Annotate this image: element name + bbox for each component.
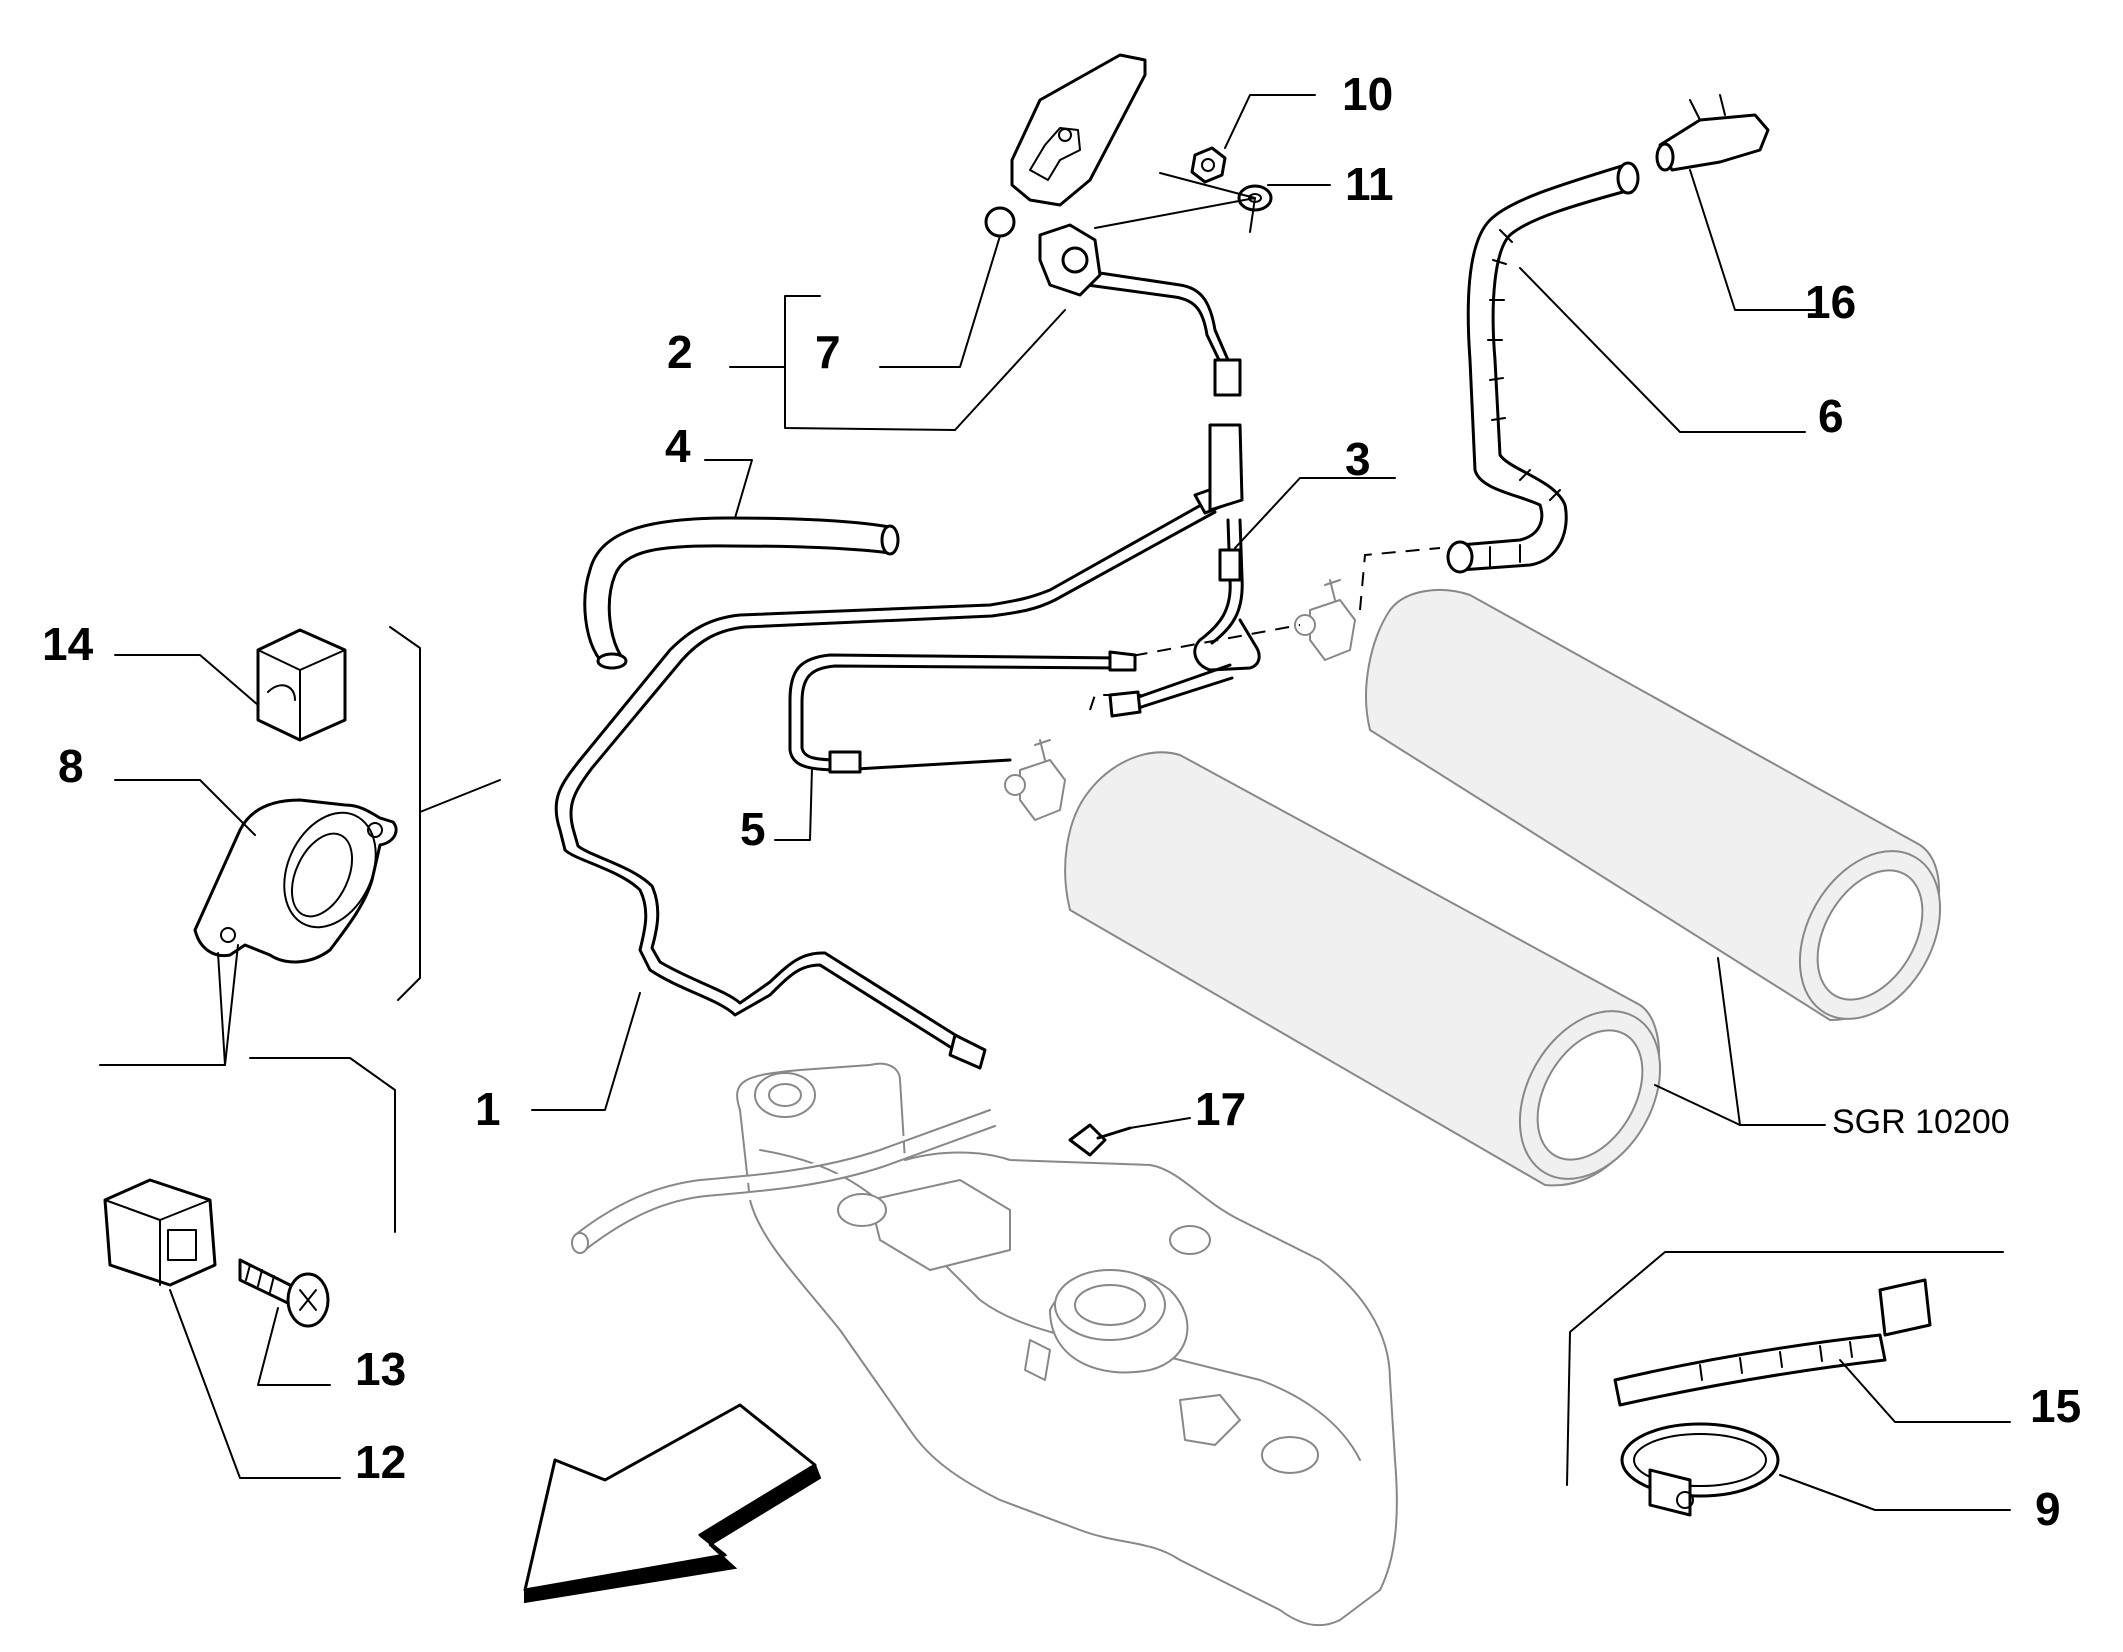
filler-flap xyxy=(1010,53,1147,207)
callout-12: 12 xyxy=(355,1436,406,1488)
callout-6: 6 xyxy=(1818,390,1844,442)
plug-16 xyxy=(1655,94,1770,172)
bracket-8 xyxy=(193,798,398,964)
pad-14 xyxy=(256,628,347,742)
hose-clamp-9 xyxy=(1620,1422,1780,1517)
callout-16: 16 xyxy=(1805,276,1856,328)
callout-5: 5 xyxy=(740,803,766,855)
callout-15: 15 xyxy=(2030,1380,2081,1432)
pipe-assembly-2 xyxy=(984,206,1261,718)
callout-14: 14 xyxy=(42,618,94,670)
hose-4 xyxy=(583,516,900,670)
gas-cylinders xyxy=(1004,579,1942,1187)
callout-2: 2 xyxy=(667,326,693,378)
nut-10 xyxy=(1190,146,1227,184)
callout-13: 13 xyxy=(355,1343,406,1395)
cable-tie-15 xyxy=(1613,1278,1932,1407)
leader-lines xyxy=(99,94,2011,1511)
callout-7: 7 xyxy=(815,326,841,378)
clip-12 xyxy=(103,1178,217,1287)
callout-1: 1 xyxy=(475,1083,501,1135)
drawing-code: SGR 10200 xyxy=(1832,1103,2010,1141)
callout-labels: 1 2 3 4 5 6 7 8 9 10 11 12 13 14 15 16 1… xyxy=(42,68,2081,1535)
screw-13 xyxy=(238,1258,330,1328)
direction-arrow xyxy=(523,1403,822,1604)
callout-17: 17 xyxy=(1195,1083,1246,1135)
screw-17 xyxy=(1068,1123,1132,1157)
callout-3: 3 xyxy=(1345,433,1371,485)
callout-9: 9 xyxy=(2035,1483,2061,1535)
fuel-tank xyxy=(571,1062,1398,1627)
callout-11: 11 xyxy=(1345,158,1394,210)
callout-10: 10 xyxy=(1342,68,1393,120)
hose-5 xyxy=(788,650,1137,774)
callout-8: 8 xyxy=(58,740,84,792)
callout-4: 4 xyxy=(665,420,691,472)
hose-6 xyxy=(1446,161,1640,574)
